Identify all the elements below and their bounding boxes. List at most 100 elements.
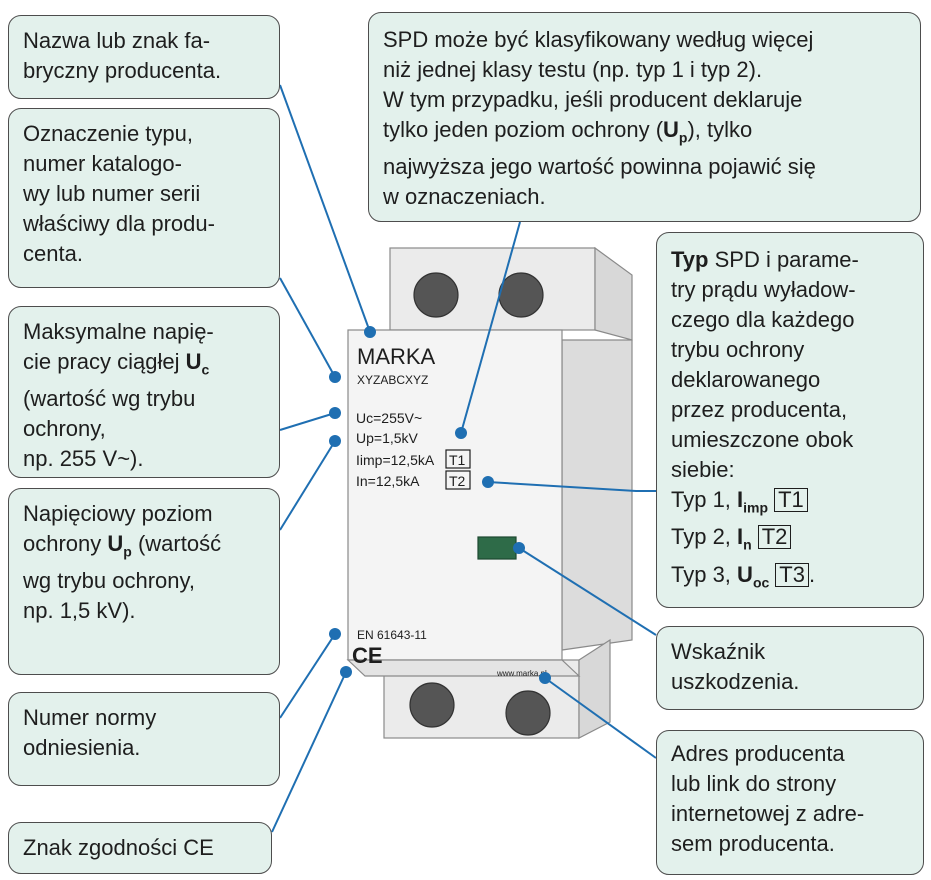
callout-text: ), tylko [687,117,753,142]
leader-manufacturer [279,84,371,333]
device-t1-badge: T1 [449,452,466,468]
faceplate-lip [346,659,581,677]
body-side-panel [561,339,633,651]
callout-line: umieszczone obok [671,427,854,452]
typ-row-symbol: I [737,524,744,550]
callout-address: Adres producenta lub link do strony inte… [656,730,924,875]
ce-mark-icon: CE [352,643,383,668]
callout-text: ochrony [23,531,108,556]
callout-line: numer katalogo- [23,151,182,176]
failure-indicator-window [477,536,517,560]
device-brand: MARKA [357,344,436,369]
device-model: XYZABCXYZ [357,373,428,387]
top-terminal-side [594,246,633,341]
screw-terminal-top-right [498,272,544,318]
callout-line: SPD może być klasyfikowany według więcej [383,27,814,52]
dot-up [329,435,341,447]
callout-uc: Maksymalne napię- cie pracy ciągłej Uc (… [8,306,280,478]
device-url: www.marka.pl [496,669,547,678]
callout-text: cie pracy ciągłej [23,349,186,374]
callout-line: uszkodzenia. [671,669,800,694]
callout-type-designation: Oznaczenie typu, numer katalogo- wy lub … [8,108,280,288]
leader-dots [329,326,551,684]
device-up-label: Up=1,5kV [356,430,419,446]
callout-text: SPD i parame- [708,247,859,272]
callout-line: ochrony Up (wartość [23,529,265,566]
callout-line: centa. [23,241,83,266]
callout-line: deklarowanego [671,367,821,392]
typ-row-subscript: imp [743,499,769,516]
leader-standard [279,633,336,719]
dot-ce [340,666,352,678]
up-subscript: p [678,129,688,146]
callout-line: trybu ochrony [671,337,805,362]
callout-line: w oznaczeniach. [383,184,546,210]
uc-symbol: U [185,349,202,374]
device-in-label: In=12,5kA [356,473,420,489]
callout-line: odniesienia. [23,735,141,760]
dot-manufacturer [364,326,376,338]
callout-line: internetowej z adre- [671,801,865,826]
callout-line: W tym przypadku, jeśli producent deklaru… [383,87,803,112]
callout-line: wg trybu ochrony, [23,568,196,594]
callout-ce: Znak zgodności CE [8,822,272,874]
typ-row-label: Typ 1, [671,487,738,512]
up-symbol: U [663,117,679,142]
screw-terminal-bottom-left [409,682,455,728]
callout-line: np. 1,5 kV). [23,598,136,624]
leader-ce [271,671,347,833]
callout-text: tylko jeden poziom ochrony ( [383,117,664,142]
leader-spd-class [460,221,521,434]
device-faceplate [347,329,563,661]
device-uc-label: Uc=255V~ [356,410,422,426]
typ-heading: Typ [671,247,709,272]
device-t1-badge-frame [445,449,471,469]
dot-spd-class [455,427,467,439]
leader-up [279,440,336,531]
callout-manufacturer: Nazwa lub znak fa- bryczny producenta. [8,15,280,99]
typ-row: Typ 3, Uoc T3. [671,560,909,597]
callout-line: właściwy dla produ- [23,211,215,236]
callout-line: wy lub numer serii [23,181,201,206]
callout-line: try prądu wyładow- [671,277,856,302]
callout-line: Maksymalne napię- [23,319,214,344]
callout-line: siebie: [671,457,735,482]
dot-typ [482,476,494,488]
leader-type-designation [279,277,336,378]
dot-standard [329,628,341,640]
leader-address [544,677,657,759]
callout-line: czego dla każdego [671,307,855,332]
dot-type-designation [329,371,341,383]
callout-line: Napięciowy poziom [23,501,213,526]
typ-row-end: . [808,561,816,587]
callout-line: sem producenta. [671,831,835,856]
device-t2-badge-frame [445,470,471,490]
device-t2-badge: T2 [449,473,466,489]
dot-address [539,672,551,684]
callout-spd-class: SPD może być klasyfikowany według więcej… [368,12,921,222]
callout-standard: Numer normy odniesienia. [8,692,280,786]
typ-row-label: Typ 3, [671,561,738,587]
callout-line: Znak zgodności CE [23,835,214,860]
dot-uc [329,407,341,419]
typ-row-badge: T3 [775,562,809,587]
callout-line: Oznaczenie typu, [23,121,193,146]
up-subscript: p [123,543,132,560]
callout-line: cie pracy ciągłej Uc [23,347,265,384]
typ-row-subscript: n [743,536,752,553]
callout-line: tylko jeden poziom ochrony (Up), tylko [383,115,906,152]
callout-typ: Typ SPD i parame- try prądu wyładow- cze… [656,232,924,608]
callout-line: bryczny producenta. [23,58,222,83]
typ-row-symbol: I [737,487,744,512]
callout-up: Napięciowy poziom ochrony Up (wartość wg… [8,488,280,675]
typ-row-subscript: oc [752,574,770,591]
leader-typ [487,481,656,492]
typ-row-symbol: U [737,561,753,587]
screw-terminal-bottom-right [505,690,551,736]
screw-terminal-top-left [413,272,459,318]
callout-line: Wskaźnik [671,639,766,664]
callout-line: ochrony, [23,416,106,442]
device-iimp-label: Iimp=12,5kA [356,452,435,468]
